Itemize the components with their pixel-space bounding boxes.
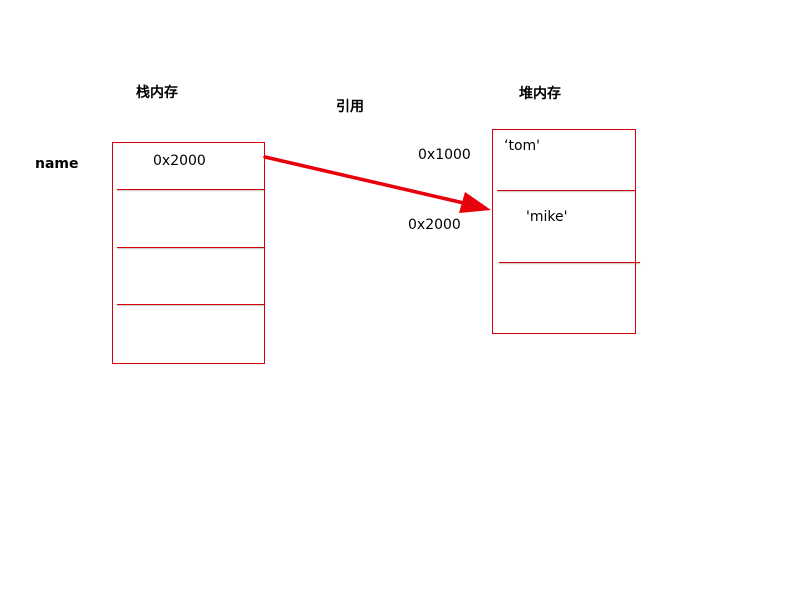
- heap-cell-value: ‘tom': [504, 138, 540, 154]
- stack-cell-divider: [117, 247, 264, 248]
- reference-label: 引用: [336, 99, 364, 115]
- heap-address-label: 0x2000: [408, 217, 461, 233]
- variable-name-label: name: [35, 156, 79, 172]
- heap-cell-divider: [499, 262, 640, 263]
- heap-memory-box: ‘tom' 'mike': [492, 129, 636, 334]
- reference-arrow-shaft: [263, 155, 470, 206]
- reference-arrow-head: [459, 192, 491, 213]
- heap-address-label: 0x1000: [418, 147, 471, 163]
- heap-cell-value: 'mike': [526, 209, 568, 225]
- stack-cell-divider: [117, 189, 264, 190]
- stack-cell-value: 0x2000: [153, 153, 206, 169]
- heap-cell-divider: [497, 190, 635, 191]
- stack-memory-box: 0x2000: [112, 142, 265, 364]
- stack-memory-title: 栈内存: [136, 85, 178, 101]
- stack-cell-divider: [117, 304, 264, 305]
- heap-memory-title: 堆内存: [519, 86, 561, 102]
